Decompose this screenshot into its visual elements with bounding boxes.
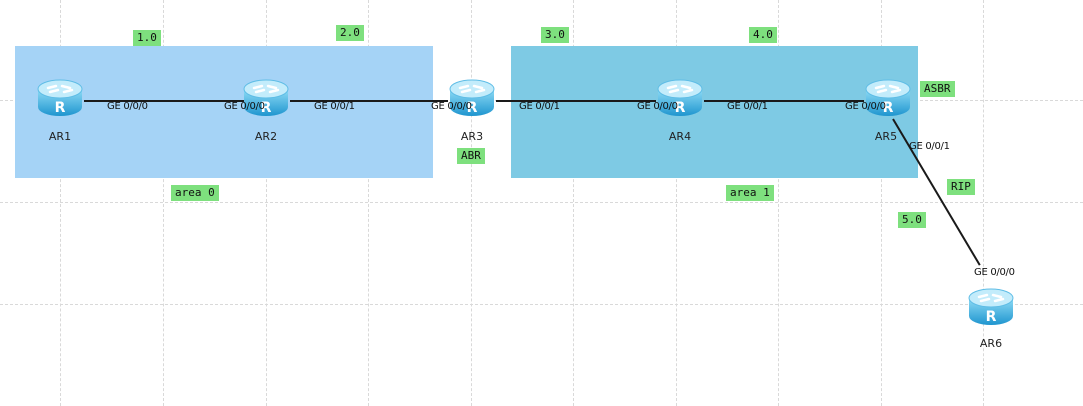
svg-text:R: R [467,100,478,116]
network-tag: 5.0 [898,212,926,228]
router-icon: R [657,79,703,116]
port-label: GE 0/0/0 [107,101,148,112]
router-icon: R [37,79,83,116]
port-label: GE 0/0/0 [974,267,1015,278]
router-icon: R [243,79,289,116]
grid-line [983,0,984,406]
port-label: GE 0/0/0 [224,101,265,112]
area-0-zone[interactable] [15,46,433,178]
area-1-zone[interactable] [511,46,918,178]
rip-label: RIP [947,179,975,195]
port-label: GE 0/0/1 [519,101,560,112]
router-name: AR3 [460,130,484,143]
port-label: GE 0/0/0 [637,101,678,112]
router-icon: R [968,288,1014,325]
network-tag: 2.0 [336,25,364,41]
link-ar3-ar4[interactable] [496,100,656,102]
router-ar1[interactable]: R [36,78,84,118]
network-tag: 1.0 [133,30,161,46]
port-label: GE 0/0/0 [431,101,472,112]
grid-line [266,0,267,406]
grid-line [0,304,1083,305]
link-ar1-ar2[interactable] [84,100,244,102]
grid-line [368,0,369,406]
router-name: AR5 [874,130,898,143]
grid-line [778,0,779,406]
port-label: GE 0/0/1 [909,141,950,152]
port-label: GE 0/0/0 [845,101,886,112]
router-name: AR6 [979,337,1003,350]
network-tag: 3.0 [541,27,569,43]
svg-text:R: R [261,100,272,116]
svg-text:R: R [986,309,997,325]
router-name: AR4 [668,130,692,143]
grid-line [163,0,164,406]
router-name: AR2 [254,130,278,143]
grid-line [573,0,574,406]
svg-text:R: R [55,100,66,116]
link-ar4-ar5[interactable] [704,100,864,102]
router-name: AR1 [48,130,72,143]
grid-line [471,0,472,406]
asbr-label: ASBR [920,81,955,97]
port-label: GE 0/0/1 [727,101,768,112]
grid-line [881,0,882,406]
svg-text:R: R [883,100,894,116]
area-1-label: area 1 [726,185,774,201]
port-label: GE 0/0/1 [314,101,355,112]
router-icon: R [449,79,495,116]
grid-line [676,0,677,406]
network-tag: 4.0 [749,27,777,43]
router-icon: R [865,79,911,116]
grid-line [0,202,1083,203]
area-0-label: area 0 [171,185,219,201]
router-ar6[interactable]: R [967,287,1015,327]
link-ar2-ar3[interactable] [290,100,448,102]
svg-text:R: R [675,100,686,116]
grid-line [60,0,61,406]
router-ar4[interactable]: R [656,78,704,118]
router-ar2[interactable]: R [242,78,290,118]
router-ar5[interactable]: R [864,78,912,118]
router-ar3[interactable]: R [448,78,496,118]
abr-label: ABR [457,148,485,164]
